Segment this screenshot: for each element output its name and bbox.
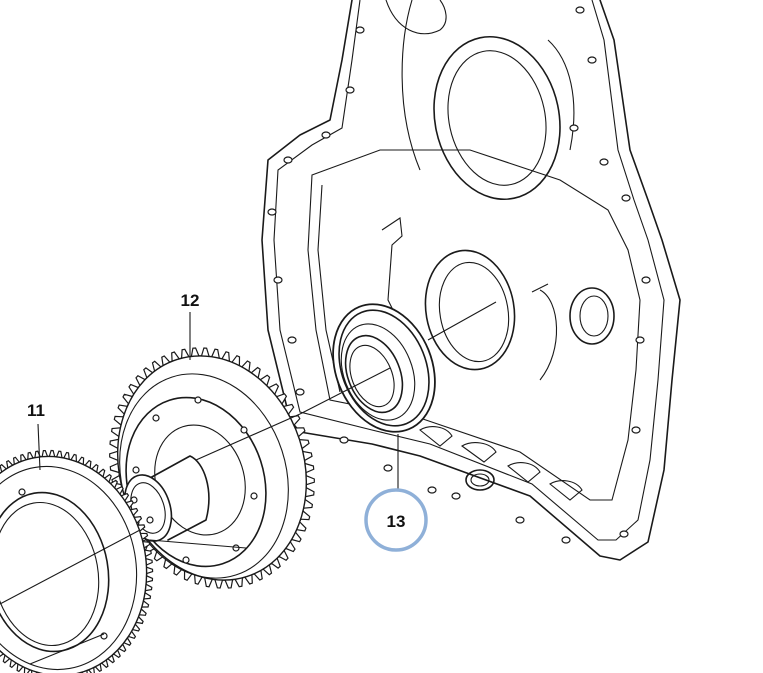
ring-gear-part <box>0 449 154 673</box>
callout-12: 12 <box>181 291 200 310</box>
callout-13-highlight-ring <box>364 488 428 552</box>
flange-bolt-holes <box>267 6 651 544</box>
timing-cover-housing <box>261 0 681 561</box>
callout-13: 13 <box>387 512 406 531</box>
bearing-part <box>299 301 497 433</box>
callout-11: 11 <box>27 401 45 420</box>
leader-lines <box>37 312 399 490</box>
